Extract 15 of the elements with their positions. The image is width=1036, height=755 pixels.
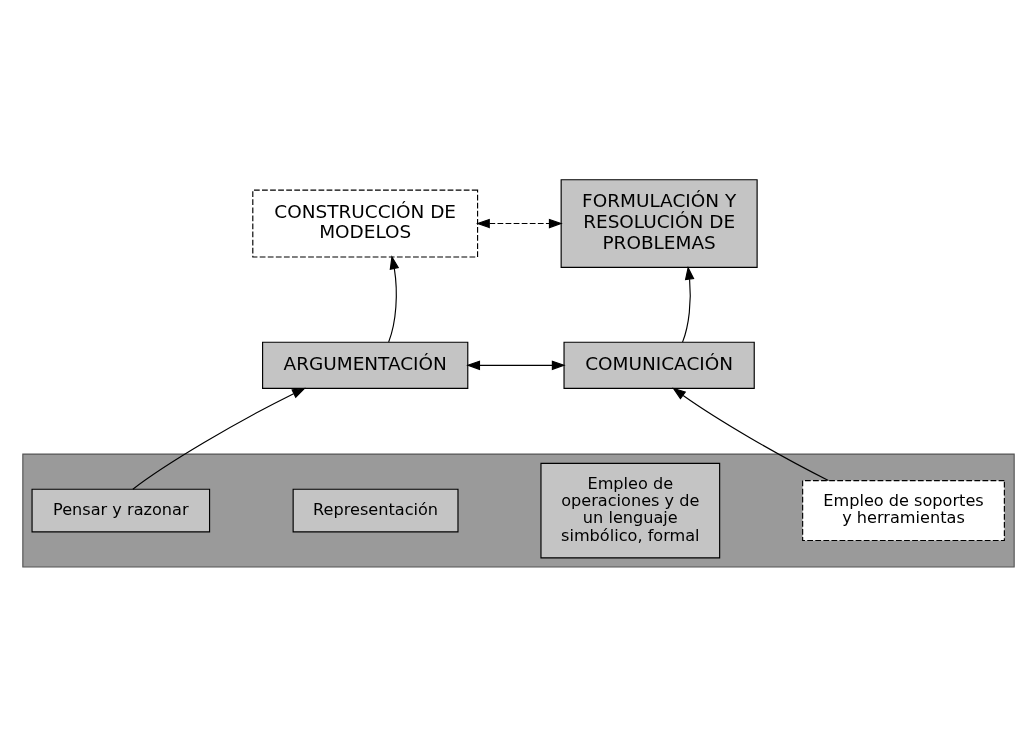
arrow <box>681 265 694 343</box>
node-box: Empleo de operaciones y de un lenguaje simbólico, formal <box>539 462 720 558</box>
node-box: ARGUMENTACIÓN <box>261 341 468 389</box>
arrow <box>465 359 566 370</box>
node-box: Pensar y razonar <box>30 488 210 532</box>
arrow <box>475 218 563 228</box>
node-box: FORMULACIÓN Y RESOLUCIÓN DE PROBLEMAS <box>560 178 758 268</box>
arrow <box>131 387 306 490</box>
node-box: Empleo de soportes y herramientas <box>801 479 1005 541</box>
node-box: COMUNICACIÓN <box>562 341 755 389</box>
arrow <box>671 386 829 481</box>
node-box: CONSTRUCCIÓN DE MODELOS <box>251 189 478 258</box>
node-box: Representación <box>292 488 459 532</box>
cluster <box>21 453 1015 568</box>
arrow <box>387 254 399 343</box>
